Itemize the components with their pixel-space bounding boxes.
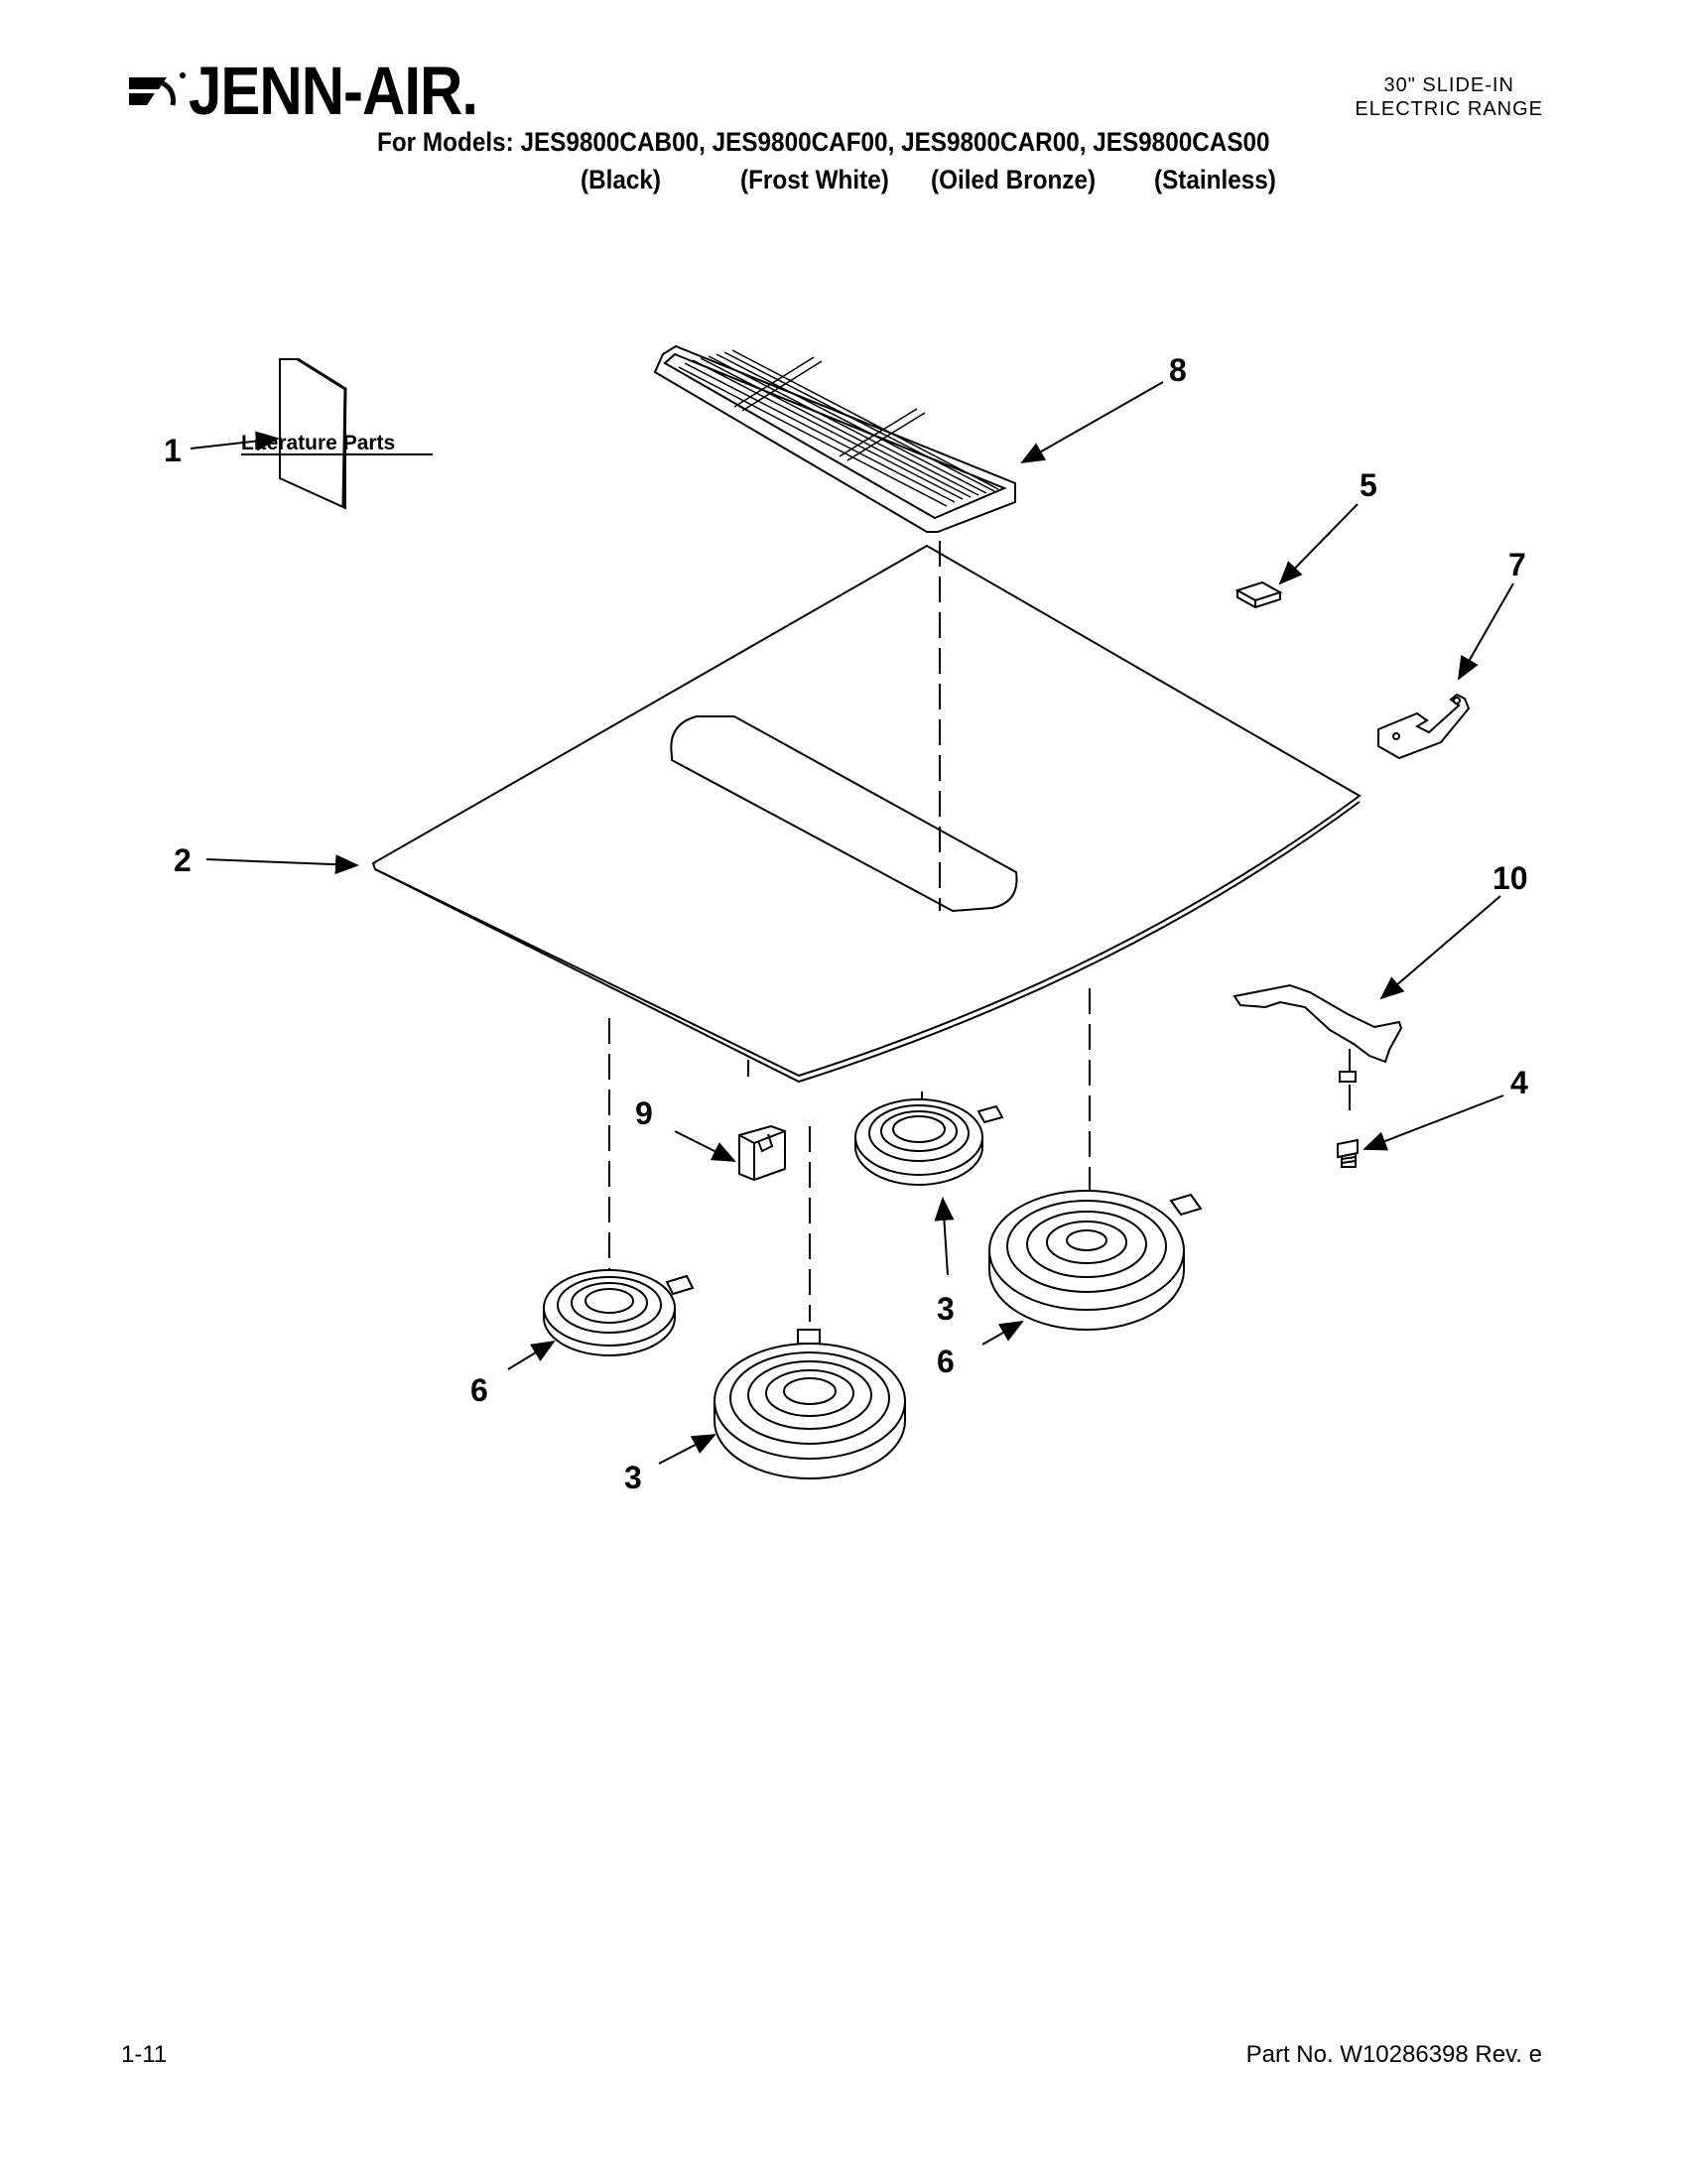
- brand-logo: JENN-AIR.: [127, 57, 478, 125]
- literature-parts-label: Literature Parts: [241, 432, 395, 454]
- color-black: (Black): [581, 165, 662, 194]
- callout-6-right: 6: [937, 1344, 955, 1379]
- vent-grille: [653, 344, 1016, 533]
- literature-booklet: [279, 357, 347, 510]
- part-number: Part No. W10286398 Rev. e: [1245, 2041, 1542, 2068]
- callout-10: 10: [1493, 860, 1528, 896]
- color-frost-white: (Frost White): [740, 165, 889, 194]
- callout-3-lower: 3: [624, 1460, 642, 1495]
- models-line: For Models: JES9800CAB00, JES9800CAF00, …: [377, 127, 1270, 157]
- element-6-left: [543, 1269, 695, 1356]
- callout-8: 8: [1169, 352, 1187, 388]
- callout-5: 5: [1360, 467, 1377, 503]
- callout-9: 9: [635, 1095, 653, 1131]
- clip: [738, 1124, 786, 1182]
- centerlines: [608, 541, 1351, 1322]
- product-line-1: 30" SLIDE-IN: [1383, 74, 1514, 96]
- bracket: [1377, 693, 1471, 760]
- callout-4: 4: [1510, 1065, 1528, 1100]
- cooktop-glass: [371, 544, 1362, 1084]
- callout-2: 2: [174, 842, 192, 878]
- callout-3-upper: 3: [937, 1291, 955, 1327]
- brand-name: JENN-AIR.: [189, 52, 478, 129]
- logo-dot: [180, 72, 186, 78]
- callout-6-left: 6: [470, 1372, 488, 1408]
- wiring-bracket: [1233, 983, 1403, 1083]
- jenn-air-logo-icon: [129, 77, 176, 106]
- color-stainless: (Stainless): [1154, 165, 1276, 194]
- page-number: 1-11: [121, 2041, 168, 2068]
- element-6-right: [988, 1190, 1203, 1331]
- screw: [1337, 1138, 1359, 1168]
- callout-7: 7: [1508, 547, 1526, 582]
- element-3-upper: [854, 1098, 1004, 1186]
- small-pad: [1234, 580, 1283, 609]
- product-type: 30" SLIDE-IN ELECTRIC RANGE: [1355, 73, 1543, 121]
- product-line-2: ELECTRIC RANGE: [1355, 98, 1543, 120]
- leader-arrows: [190, 381, 1514, 1465]
- color-oiled-bronze: (Oiled Bronze): [931, 165, 1097, 194]
- callout-1: 1: [164, 433, 182, 468]
- element-3-lower: [714, 1329, 906, 1479]
